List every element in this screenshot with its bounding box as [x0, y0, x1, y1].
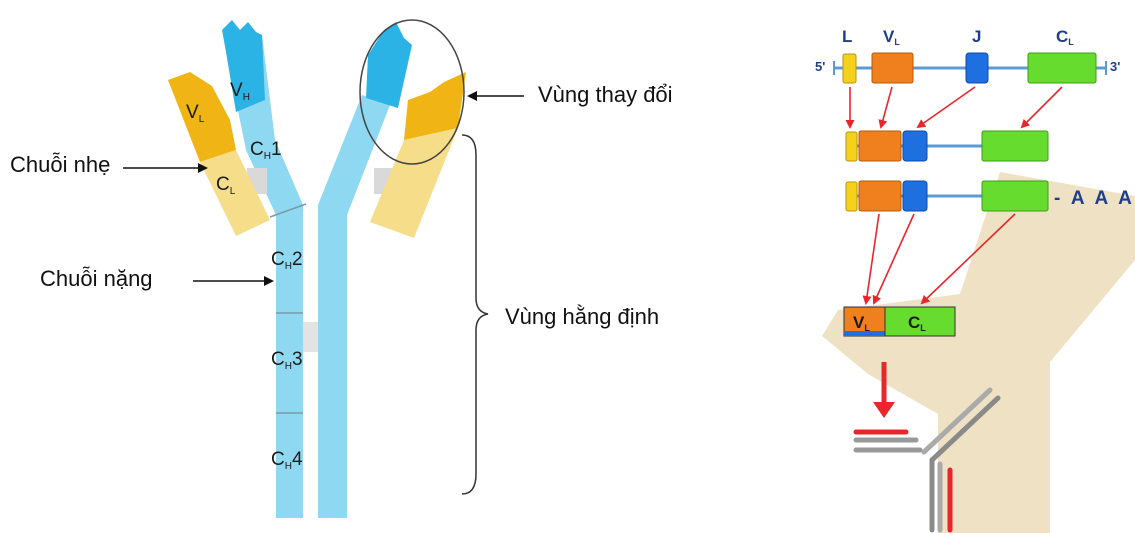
big-arrow-head: [873, 402, 895, 418]
vh-domain-right: [366, 22, 412, 108]
arrow-v-down: [881, 87, 892, 127]
j-segment-row3: [903, 181, 927, 211]
l-segment-row3: [846, 182, 857, 211]
vl-segment: [872, 53, 913, 83]
l-segment: [843, 54, 856, 83]
gene-label-l: L: [842, 27, 852, 46]
cl-segment: [1028, 53, 1096, 83]
arrow-v-protein: [866, 214, 879, 303]
gene-label-vl: VL: [883, 27, 900, 47]
arrow-j-down: [918, 87, 975, 127]
heavy-chain-label: Chuỗi nặng: [40, 266, 153, 291]
poly-a-tail: - A A A: [1054, 188, 1135, 209]
light-chain-label: Chuỗi nhẹ: [10, 152, 110, 177]
j-segment: [966, 53, 988, 83]
gene-rearrangement-right: L VL J CL 5' 3' - A A A: [815, 27, 1135, 533]
cl-segment-row3: [982, 181, 1048, 211]
cl-segment-row2: [982, 131, 1048, 161]
arrow-j-protein: [874, 214, 914, 303]
cell-background: [822, 172, 1135, 533]
hinge-stem: [303, 322, 318, 352]
j-segment-row2: [903, 131, 927, 161]
antibody-left: VH VL CH1 CL CH2 CH3 CH4 Chuỗi nhẹ Chuỗi…: [10, 20, 673, 518]
vl-segment-row2: [859, 131, 901, 161]
five-prime-label: 5': [815, 59, 825, 74]
constant-region-brace: [462, 135, 488, 494]
vl-segment-row3: [859, 181, 901, 211]
constant-region-label: Vùng hằng định: [505, 304, 659, 329]
gene-label-cl: CL: [1056, 27, 1074, 47]
variable-region-label: Vùng thay đổi: [538, 82, 673, 107]
l-segment-row2: [846, 132, 857, 161]
arrow-c-down: [1022, 87, 1062, 127]
three-prime-label: 3': [1110, 59, 1120, 74]
heavy-chain-right: [318, 95, 390, 518]
gene-label-j: J: [972, 27, 981, 46]
